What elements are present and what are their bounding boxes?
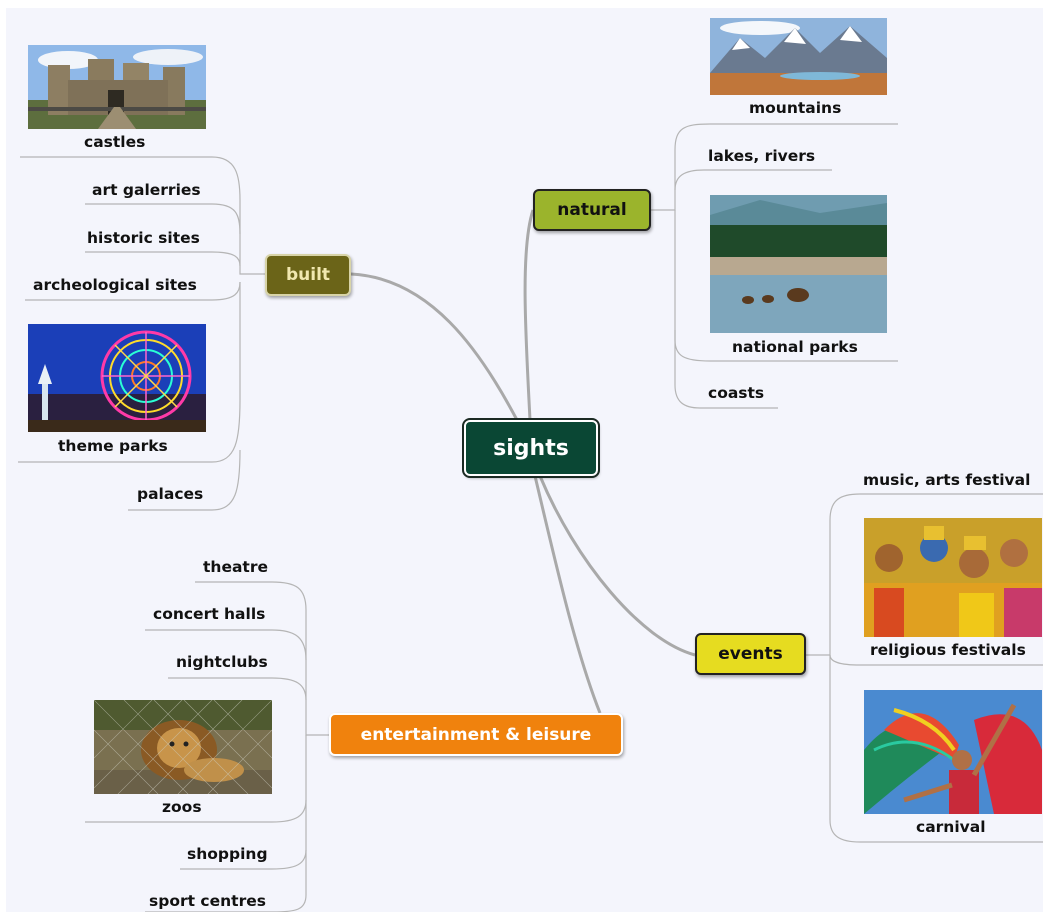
leaf-national-parks[interactable]: national parks [732, 338, 858, 356]
leaf-theatre[interactable]: theatre [203, 558, 268, 576]
leaf-concert-halls[interactable]: concert halls [153, 605, 266, 623]
central-topic-label: sights [493, 435, 569, 461]
branch-events[interactable]: events [695, 633, 806, 675]
leaf-castles[interactable]: castles [84, 133, 146, 151]
central-topic-sights[interactable]: sights [462, 418, 600, 478]
leaf-historic-sites[interactable]: historic sites [87, 229, 200, 247]
carnival-image [864, 690, 1042, 814]
branch-built-label: built [285, 265, 331, 285]
branch-natural[interactable]: natural [533, 189, 651, 231]
leaf-art-galleries[interactable]: art galerries [92, 181, 201, 199]
branch-natural-label: natural [557, 200, 627, 220]
national-parks-image [710, 195, 887, 333]
leaf-carnival[interactable]: carnival [916, 818, 986, 836]
theme-parks-image [28, 324, 206, 432]
religious-festivals-image [864, 518, 1042, 637]
leaf-sport-centres[interactable]: sport centres [149, 892, 266, 910]
leaf-theme-parks[interactable]: theme parks [58, 437, 168, 455]
zoos-image [94, 700, 272, 794]
leaf-palaces[interactable]: palaces [137, 485, 204, 503]
castles-image [28, 45, 206, 129]
leaf-archeological-sites[interactable]: archeological sites [33, 276, 197, 294]
leaf-lakes-rivers[interactable]: lakes, rivers [708, 147, 816, 165]
leaf-coasts[interactable]: coasts [708, 384, 765, 402]
leaf-music-arts-festival[interactable]: music, arts festival [863, 471, 1031, 489]
leaf-nightclubs[interactable]: nightclubs [176, 653, 268, 671]
leaf-religious-festivals[interactable]: religious festivals [870, 641, 1026, 659]
leaf-shopping[interactable]: shopping [187, 845, 268, 863]
leaf-zoos[interactable]: zoos [162, 798, 202, 816]
branch-entertainment-label: entertainment & leisure [360, 724, 592, 745]
branch-entertainment-leisure[interactable]: entertainment & leisure [329, 713, 623, 756]
branch-events-label: events [718, 644, 783, 664]
leaf-mountains[interactable]: mountains [749, 99, 842, 117]
branch-built[interactable]: built [265, 254, 351, 296]
mountains-image [710, 18, 887, 95]
